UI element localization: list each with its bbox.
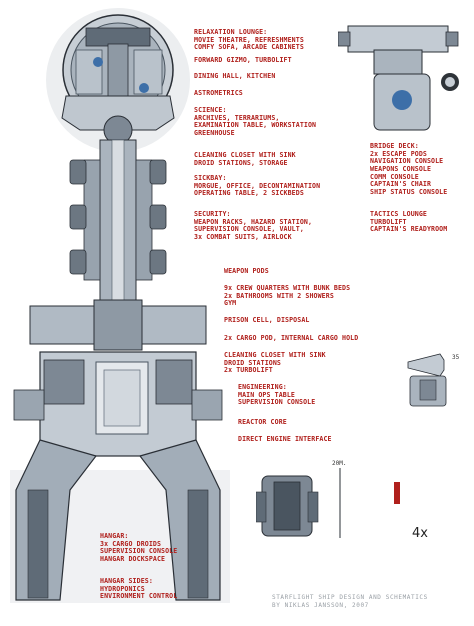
reactor-core-label: REACTOR CORE (238, 418, 287, 427)
cargo-pod-label: 2x CARGO POD, INTERNAL CARGO HOLD (224, 334, 359, 343)
fighter-and-pilot-figure (256, 468, 400, 538)
forward-gizmo-label: FORWARD GIZMO, TURBOLIFT (194, 56, 292, 65)
schematic-sheet: RELAXATION LOUNGE:MOVIE THEATRE, REFRESH… (10, 8, 460, 609)
hangar-legs (15, 439, 221, 601)
engineering-section (13, 351, 223, 457)
astrometrics-label: ASTROMETRICS (194, 89, 243, 98)
scale-20m-label: 20M. (332, 460, 347, 467)
direct-engine-label: DIRECT ENGINE INTERFACE (238, 435, 332, 444)
shuttle-schematic (407, 353, 447, 407)
central-spine (83, 139, 153, 341)
science-ring (61, 95, 175, 145)
weapon-pods (69, 159, 167, 275)
security-label: SECURITY:WEAPON RACKS, HAZARD STATION,SU… (194, 210, 313, 241)
bridge-deck-schematic (338, 25, 459, 131)
scale-4x-label: 4x (412, 526, 428, 541)
prison-cell-label: PRISON CELL, DISPOSAL (224, 316, 310, 325)
scale-35-label: 35 (452, 354, 460, 361)
dining-hall-label: DINING HALL, KITCHEN (194, 72, 276, 81)
cargo-pods (29, 299, 207, 351)
science-label: SCIENCE:ARCHIVES, TERRARIUMS,EXAMINATION… (194, 106, 317, 137)
main-ship-schematic (13, 14, 223, 601)
relaxation-lounge-label: RELAXATION LOUNGE:MOVIE THEATRE, REFRESH… (194, 28, 304, 52)
weapon-pods-label: WEAPON PODS (224, 267, 269, 276)
